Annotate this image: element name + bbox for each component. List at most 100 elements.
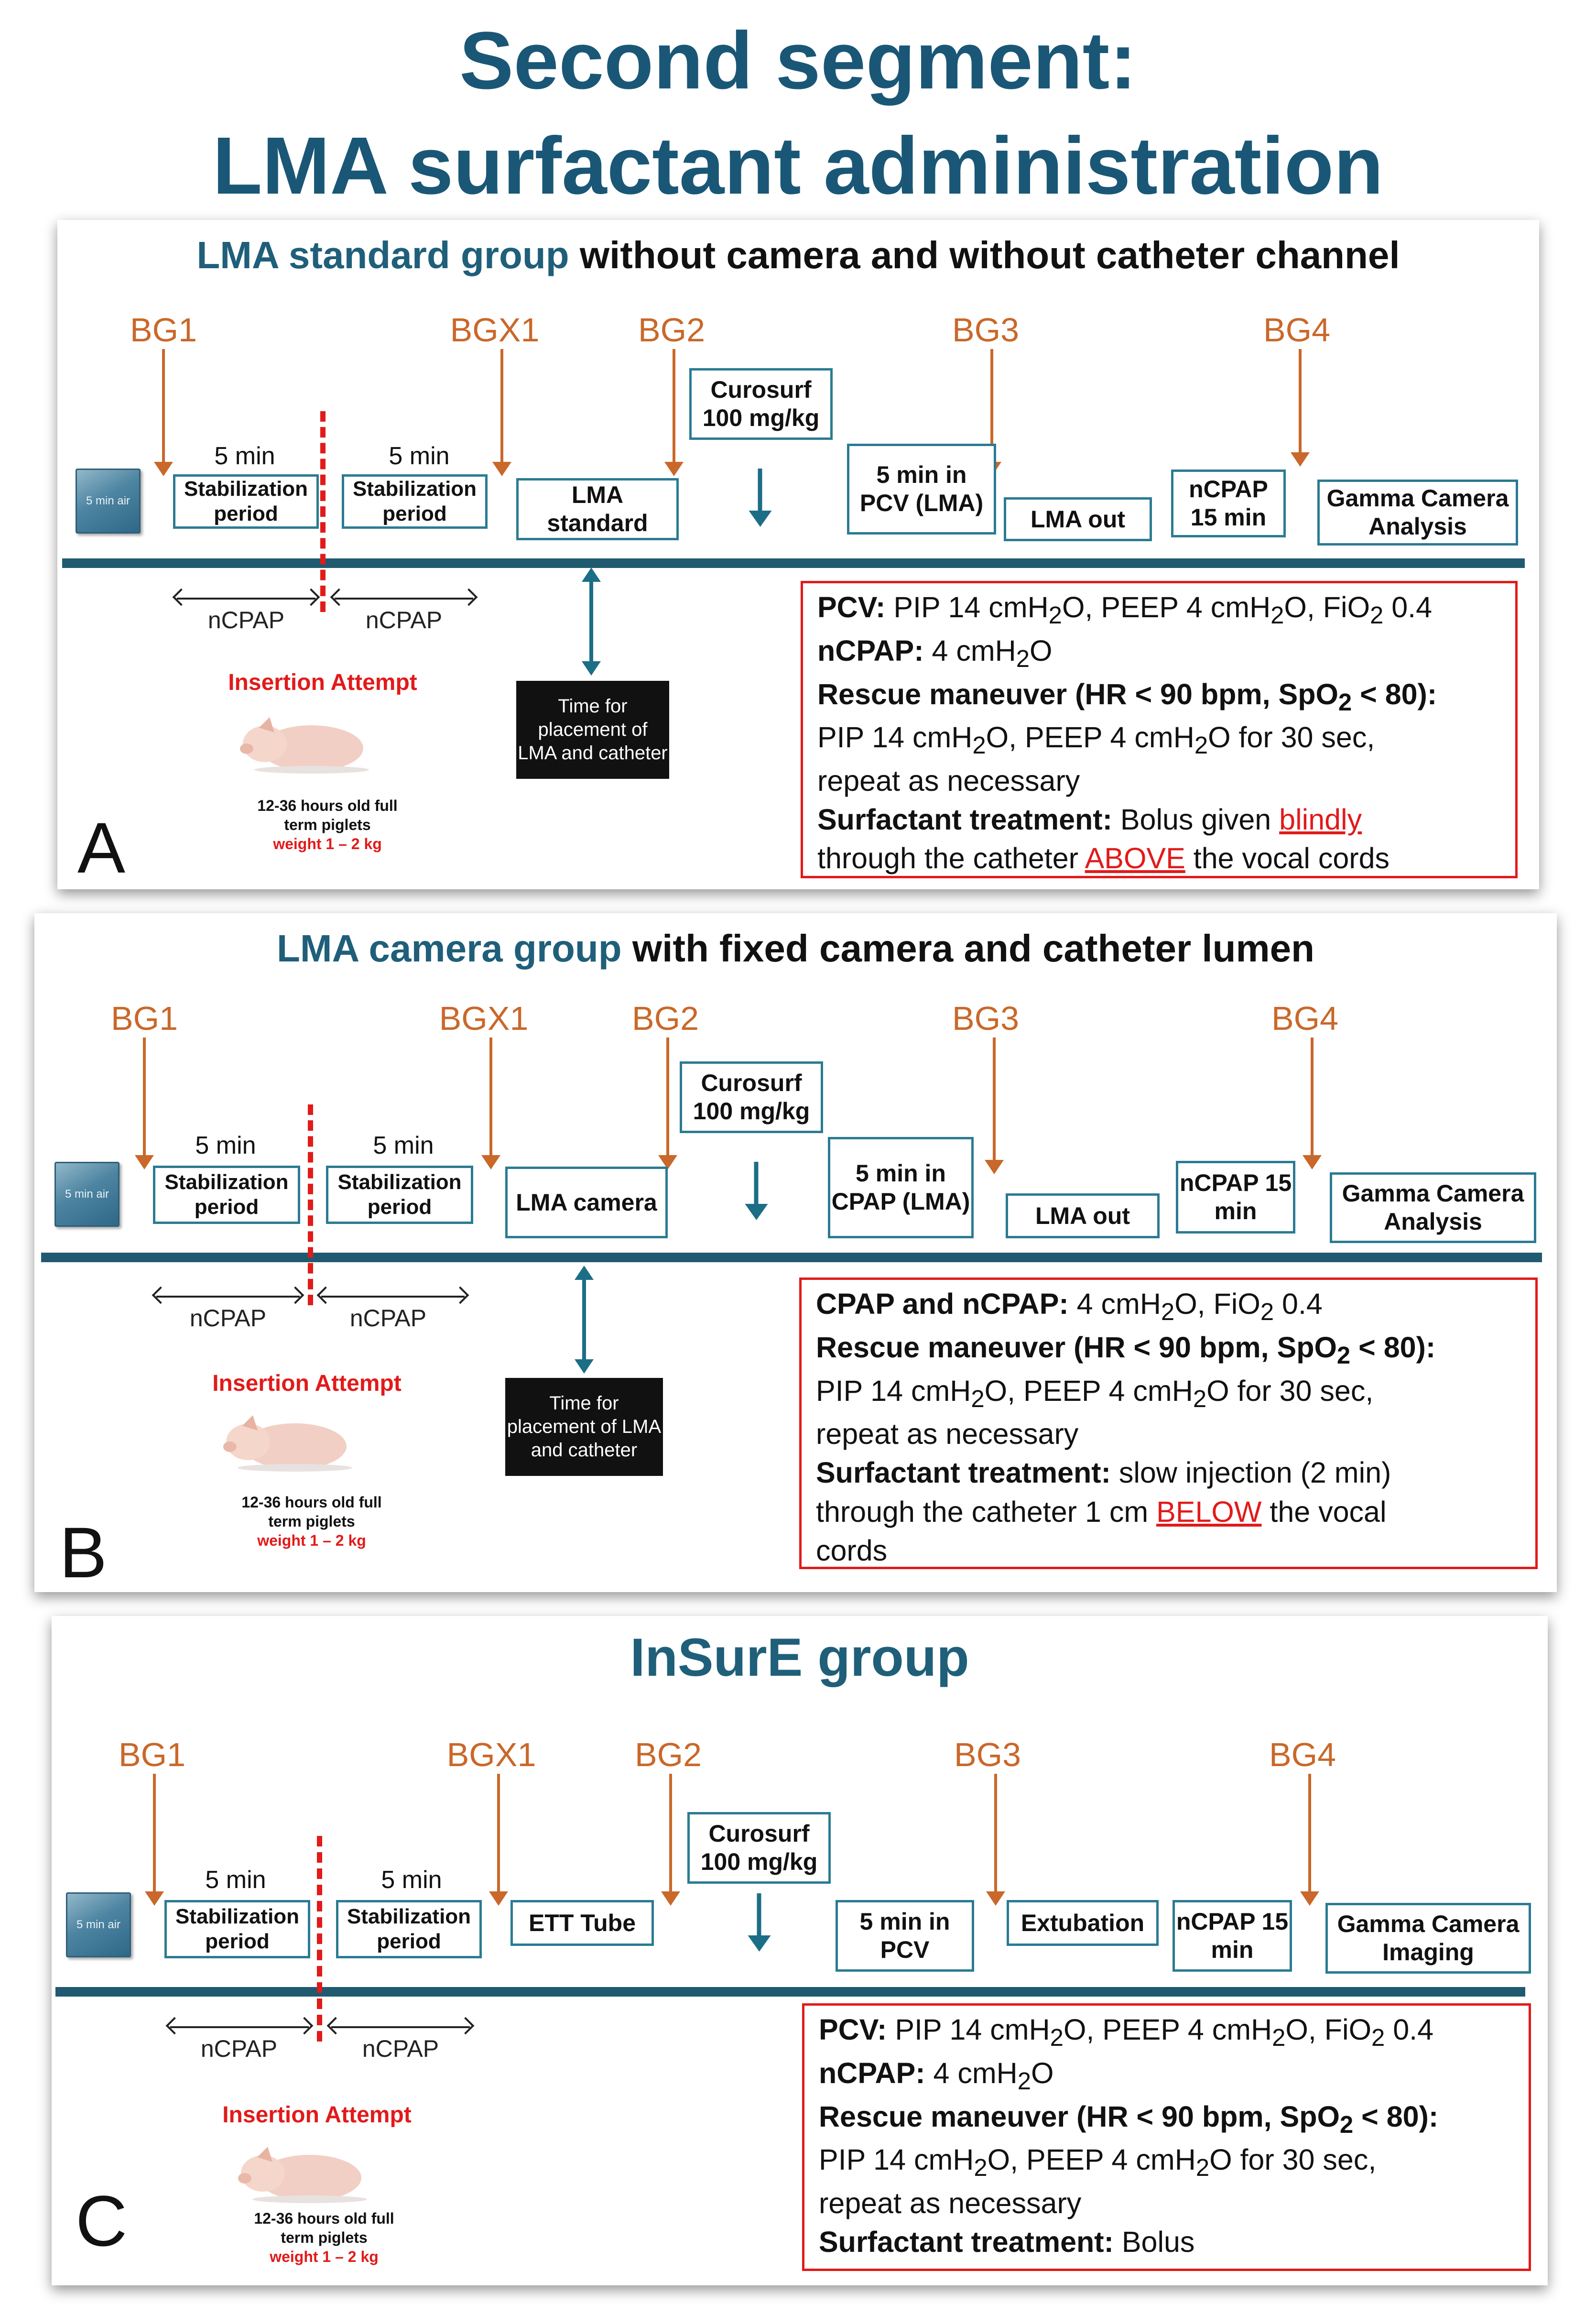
ncpap-arrow-1	[156, 1296, 300, 1298]
gamma-box: Gamma Camera Analysis	[1330, 1172, 1536, 1243]
bg3-arrow	[990, 349, 993, 464]
info-c-line2: nCPAP: 4 cmH2O	[819, 2054, 1514, 2097]
bg4-label: BG4	[1271, 1000, 1339, 1037]
info-box-b: CPAP and nCPAP: 4 cmH2O, FiO2 0.4 Rescue…	[799, 1278, 1538, 1569]
duration-2: 5 min	[389, 442, 450, 470]
duration-2: 5 min	[373, 1132, 434, 1159]
bgx1-arrow	[489, 1037, 492, 1157]
ncpap-arrow-1	[170, 2026, 309, 2028]
info-a-l3-label: Rescue maneuver (HR < 90 bpm, SpO2 < 80)…	[817, 677, 1437, 716]
bg1-label: BG1	[110, 1000, 178, 1037]
piglet-caption: 12-36 hours old full term piglets weight…	[257, 796, 397, 853]
piglet-caption-line1: 12-36 hours old full	[241, 1494, 382, 1511]
info-b-l1-text: 4 cmH2O, FiO2 0.4	[1076, 1288, 1323, 1326]
lma-out-box: LMA out	[1004, 497, 1152, 541]
info-a-l1-text: PIP 14 cmH2O, PEEP 4 cmH2O, FiO2 0.4	[893, 591, 1433, 629]
stabilization-box-2: Stabilization period	[336, 1900, 482, 1958]
panel-b-title: LMA camera group with fixed camera and c…	[34, 927, 1557, 971]
air-box: 5 min air	[76, 469, 141, 534]
info-box-c: PCV: PIP 14 cmH2O, PEEP 4 cmH2O, FiO2 0.…	[802, 2003, 1531, 2271]
main-title-line1: Second segment:	[459, 15, 1137, 106]
ett-tube-box: ETT Tube	[510, 1900, 654, 1946]
pcv-lma-box: 5 min in PCV (LMA)	[847, 444, 996, 535]
info-c-l6-label: Surfactant treatment:	[819, 2226, 1114, 2259]
bgx1-arrow	[497, 1774, 500, 1893]
panel-c-title-group: InSurE group	[630, 1627, 969, 1687]
curosurf-arrow	[758, 469, 762, 513]
ncpap-15-box: nCPAP 15 min	[1171, 470, 1286, 537]
info-c-line3: Rescue maneuver (HR < 90 bpm, SpO2 < 80)…	[819, 2097, 1514, 2141]
bg1-label: BG1	[118, 1736, 186, 1773]
bgx1-label: BGX1	[439, 1000, 529, 1037]
bg3-label: BG3	[952, 1000, 1020, 1037]
info-c-l1-label: PCV:	[819, 2013, 887, 2046]
bgx1-label: BGX1	[450, 311, 540, 349]
insertion-divider	[320, 411, 326, 612]
info-a-line7: through the catheter ABOVE the vocal cor…	[817, 839, 1501, 878]
info-a-line2: nCPAP: 4 cmH2O	[817, 632, 1501, 675]
piglet-caption: 12-36 hours old full term piglets weight…	[254, 2209, 394, 2266]
panel-c: InSurE group BG1 BGX1 BG2 BG3 BG4 5 min …	[52, 1616, 1548, 2285]
piglet-caption-line1: 12-36 hours old full	[254, 2210, 394, 2227]
info-a-line3: Rescue maneuver (HR < 90 bpm, SpO2 < 80)…	[817, 675, 1501, 719]
info-c-line1: PCV: PIP 14 cmH2O, PEEP 4 cmH2O, FiO2 0.…	[819, 2010, 1514, 2054]
piglet-image	[238, 2147, 367, 2203]
bg4-arrow	[1299, 349, 1302, 454]
bg2-label: BG2	[634, 1736, 702, 1773]
info-b-l5-label: Surfactant treatment:	[816, 1456, 1111, 1489]
duration-2: 5 min	[381, 1866, 442, 1894]
timeline	[62, 558, 1525, 568]
bg3-arrow	[994, 1774, 997, 1893]
ncpap-label-2: nCPAP	[349, 1305, 427, 1332]
duration-1: 5 min	[205, 1866, 266, 1894]
info-a-l6-text: Bolus given	[1120, 803, 1271, 836]
insertion-attempt: Insertion Attempt	[228, 670, 417, 695]
panel-b-title-group: LMA camera group	[277, 927, 622, 970]
info-a-line5: repeat as necessary	[817, 764, 1080, 797]
info-a-l6-underline: blindly	[1279, 803, 1362, 836]
panel-c-title: InSurE group	[52, 1627, 1548, 1688]
panel-a-title-rest: without camera and without catheter chan…	[579, 234, 1400, 276]
info-c-l6-text: Bolus	[1121, 2226, 1195, 2259]
curosurf-arrow	[754, 1162, 759, 1206]
panel-a: LMA standard group without camera and wi…	[57, 220, 1539, 889]
panel-a-title: LMA standard group without camera and wi…	[57, 233, 1539, 277]
bg1-arrow	[162, 349, 165, 464]
duration-1: 5 min	[214, 442, 275, 470]
info-c-l3-label: Rescue maneuver (HR < 90 bpm, SpO2 < 80)…	[819, 2100, 1439, 2138]
info-b-line7: cords	[816, 1534, 888, 1567]
info-a-l6-label: Surfactant treatment:	[817, 803, 1112, 836]
ncpap-arrow-2	[331, 2026, 470, 2028]
timeline	[55, 1987, 1525, 1997]
bg2-arrow	[673, 349, 675, 464]
piglet-image	[223, 1415, 352, 1472]
bg4-arrow	[1311, 1037, 1314, 1157]
piglet-caption-line2: term piglets	[268, 1513, 355, 1530]
lma-out-box: LMA out	[1006, 1193, 1160, 1238]
bg3-label: BG3	[954, 1736, 1021, 1773]
air-box: 5 min air	[54, 1162, 119, 1227]
extubation-box: Extubation	[1007, 1900, 1159, 1946]
main-title-line2: LMA surfactant administration	[212, 120, 1384, 211]
ncpap-arrow-2	[321, 1296, 465, 1298]
info-b-l6-text: through the catheter 1 cm	[816, 1495, 1149, 1528]
info-a-l7-text: through the catheter	[817, 842, 1078, 875]
curosurf-box: Curosurf 100 mg/kg	[687, 1812, 831, 1884]
insertion-divider	[317, 1836, 322, 2042]
piglet-caption-line1: 12-36 hours old full	[257, 797, 398, 814]
placement-arrow	[589, 581, 593, 662]
info-b-line3: PIP 14 cmH2O, PEEP 4 cmH2O for 30 sec,	[816, 1374, 1374, 1412]
panel-b-letter: B	[59, 1512, 108, 1593]
info-a-line1: PCV: PIP 14 cmH2O, PEEP 4 cmH2O, FiO2 0.…	[817, 588, 1501, 632]
info-b-l2-label: Rescue maneuver (HR < 90 bpm, SpO2 < 80)…	[816, 1331, 1436, 1369]
lma-camera-box: LMA camera	[505, 1167, 668, 1238]
ncpap-arrow-1	[177, 598, 315, 600]
info-box-a: PCV: PIP 14 cmH2O, PEEP 4 cmH2O, FiO2 0.…	[801, 581, 1518, 878]
bg3-arrow	[993, 1037, 996, 1162]
info-c-l2-text: 4 cmH2O	[933, 2056, 1054, 2095]
curosurf-box: Curosurf 100 mg/kg	[689, 368, 833, 440]
stabilization-box-2: Stabilization period	[326, 1166, 473, 1224]
info-b-l6-underline: BELOW	[1156, 1495, 1262, 1528]
piglet-weight: weight 1 – 2 kg	[273, 835, 382, 852]
piglet-caption-line2: term piglets	[284, 816, 371, 833]
